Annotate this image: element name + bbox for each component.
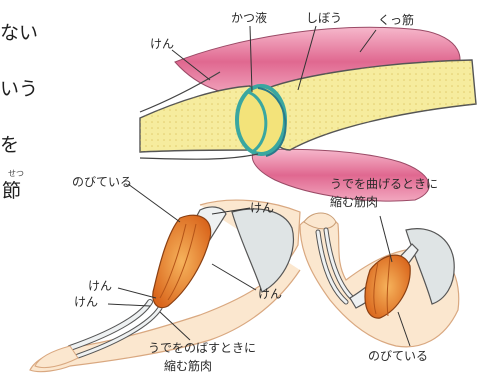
triceps-muscle: [153, 215, 211, 307]
label-stretching-left: のびている: [72, 175, 132, 189]
caption-extend-line1: うでをのばすときに: [148, 341, 256, 355]
label-tendon-joint: けん: [150, 37, 174, 51]
joint-diagram: かつ液 しぼう くっ筋 けん: [140, 10, 476, 201]
extended-arm-diagram: のびている けん けん けん けん うでをのばすときに 縮む筋肉: [30, 175, 300, 373]
label-tendon-mid-left: けん: [88, 279, 112, 293]
caption-extend-line2: 縮む筋肉: [164, 358, 212, 373]
label-stretching-right: のびている: [368, 349, 428, 363]
bent-arm-diagram: うでを曲げるときに 縮む筋肉 のびている: [300, 177, 459, 363]
label-tendon-mid-right: けん: [258, 287, 282, 301]
caption-bend-line1: うでを曲げるときに: [330, 177, 438, 191]
label-tendon-lower-left: けん: [74, 295, 98, 309]
label-tendon-top: けん: [250, 201, 274, 215]
label-flexor: くっ筋: [378, 12, 414, 27]
muscle-lower: [252, 149, 429, 201]
caption-bend-line2: 縮む筋肉: [330, 194, 378, 209]
label-synovial-fluid: かつ液: [231, 10, 267, 25]
label-bursa: しぼう: [306, 11, 342, 25]
